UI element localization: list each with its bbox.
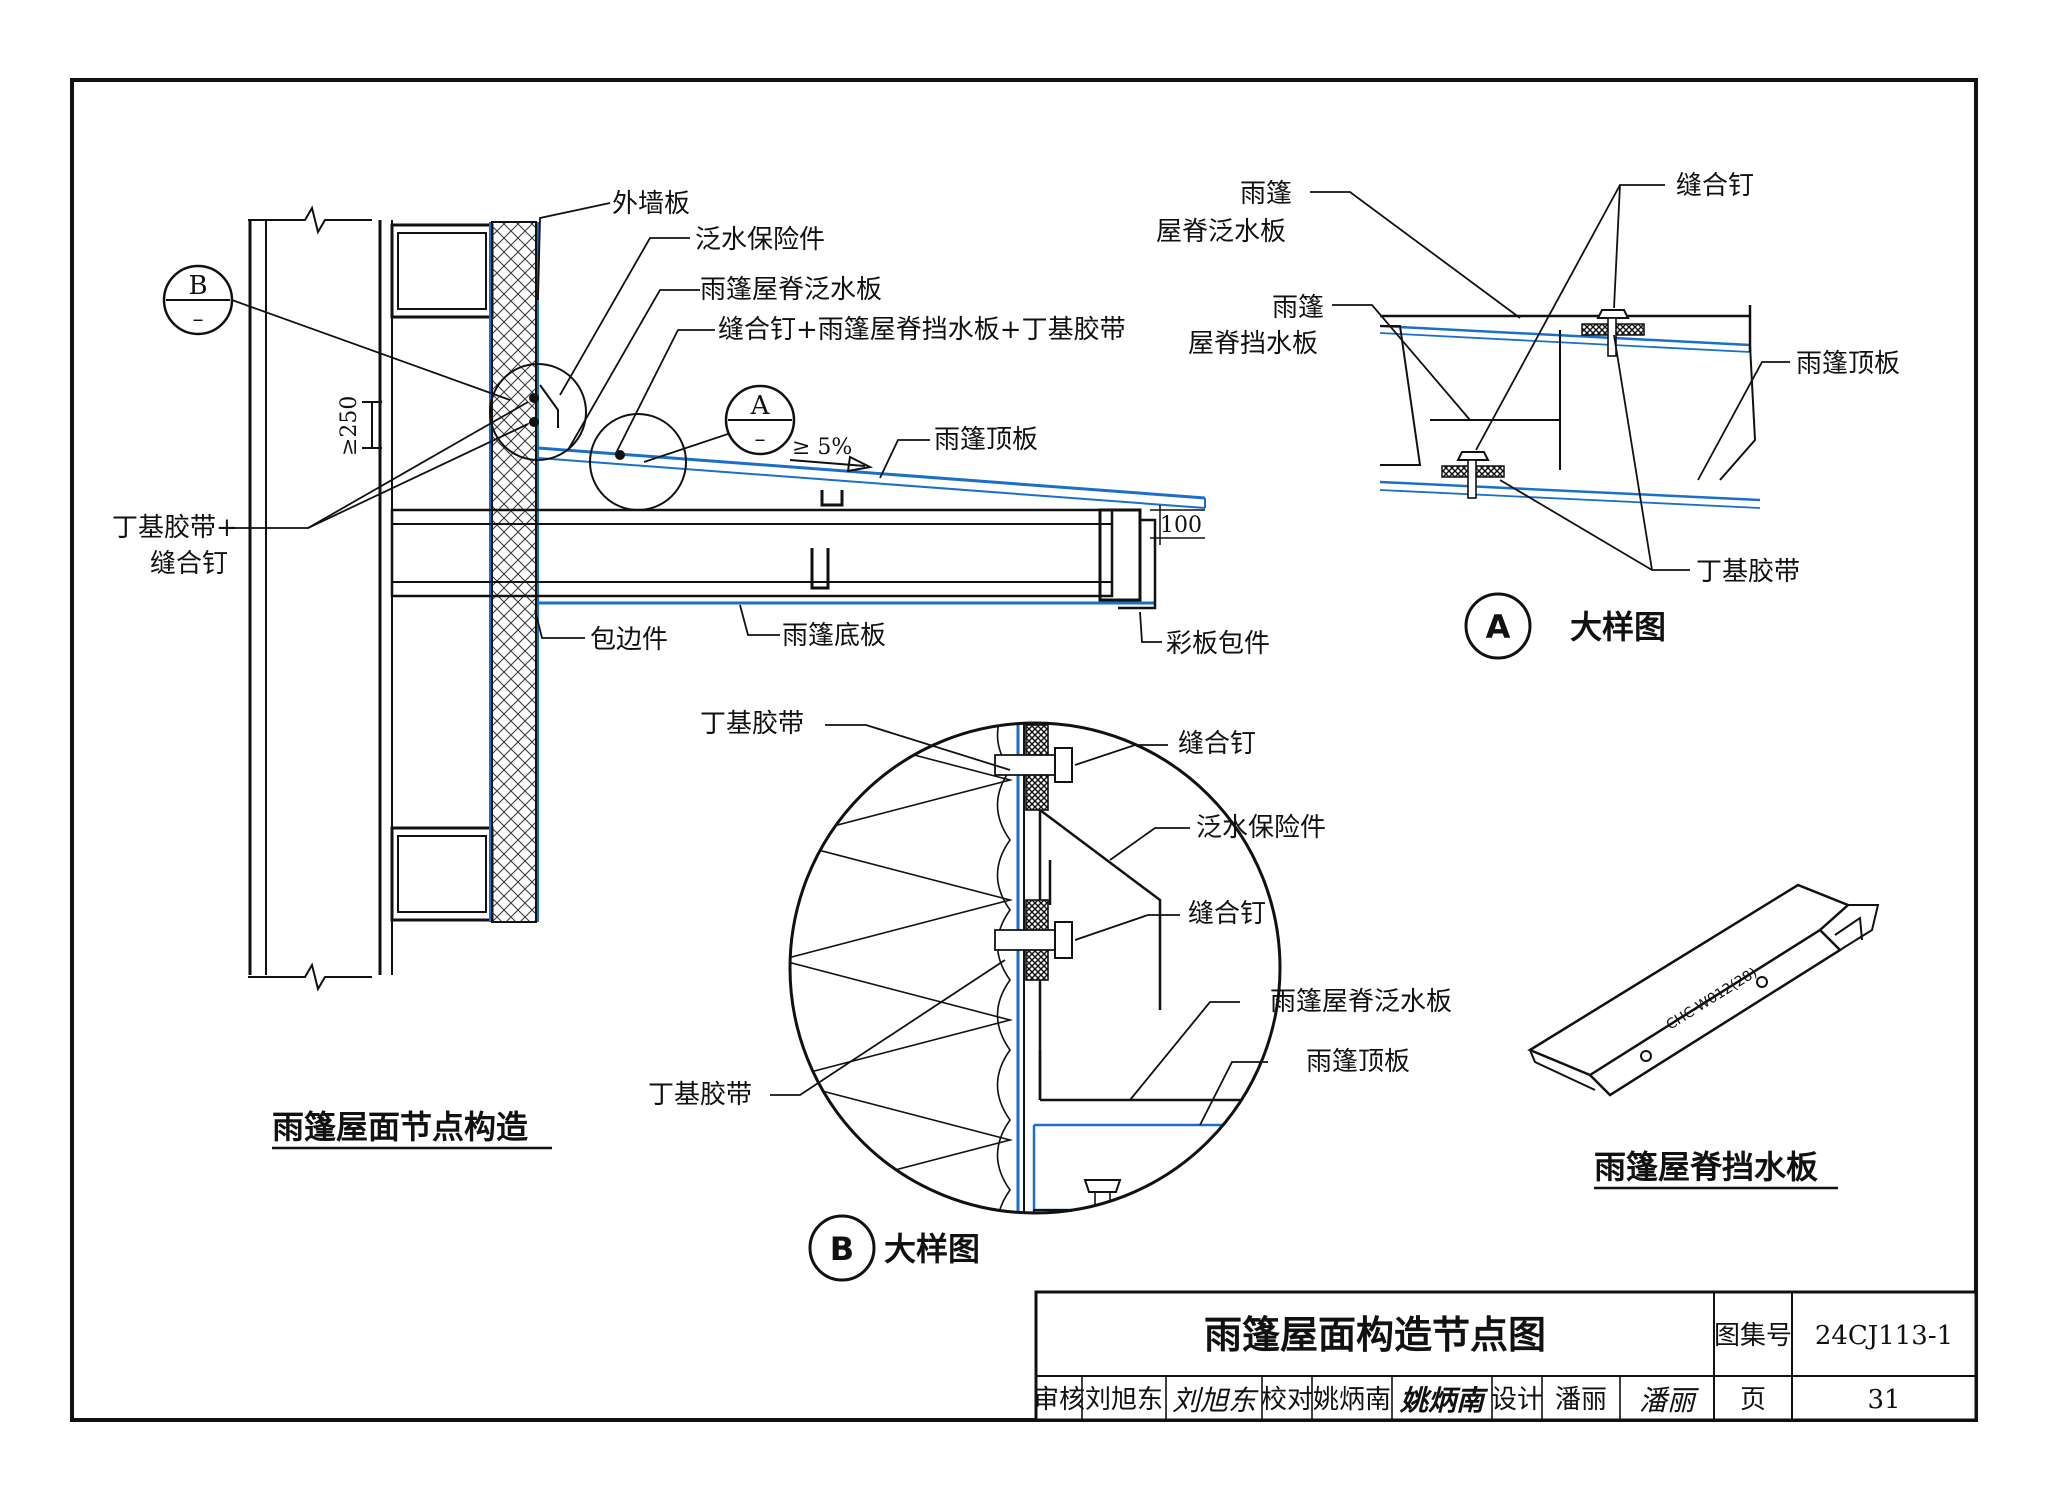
label-ridge-flashing: 雨篷屋脊泛水板 <box>700 275 882 305</box>
detail-b-marker-letter: B <box>830 1230 854 1268</box>
ridge-stop-sketch: CHC-W012(28) 雨篷屋脊挡水板 <box>1527 883 1880 1190</box>
a-label-ridge-stop-1: 雨篷 <box>1272 293 1324 323</box>
canopy-top-panel-line <box>537 446 1206 500</box>
detail-b-title: 大样图 <box>884 1230 980 1268</box>
atlas-number: 24CJ113-1 <box>1815 1321 1953 1351</box>
reviewer-signature: 刘旭东 <box>1172 1384 1259 1417</box>
label-edge-trim: 包边件 <box>590 625 668 655</box>
reviewer-name: 刘旭东 <box>1085 1385 1163 1415</box>
main-detail-caption: 雨篷屋面节点构造 <box>272 1108 528 1146</box>
a-label-top-panel: 雨篷顶板 <box>1796 349 1900 379</box>
label-flashing-insurance: 泛水保险件 <box>695 225 825 255</box>
label-butyl-rivet-2: 缝合钉 <box>150 549 228 579</box>
detail-a-title: 大样图 <box>1570 608 1666 646</box>
label-bottom-panel: 雨篷底板 <box>782 621 886 651</box>
callout-b-letter: B <box>188 271 207 301</box>
ridge-stop-caption: 雨篷屋脊挡水板 <box>1594 1148 1818 1186</box>
label-butyl-rivet-1: 丁基胶带+ <box>112 513 238 543</box>
label-outer-wall-panel: 外墙板 <box>612 189 690 219</box>
b-label-flashing-insurance: 泛水保险件 <box>1196 813 1326 843</box>
detail-a-callout-circle <box>589 413 687 511</box>
a-label-rivet: 缝合钉 <box>1676 171 1754 201</box>
b-label-ridge-flashing: 雨篷屋脊泛水板 <box>1270 987 1452 1017</box>
callout-b-dash: – <box>193 307 204 332</box>
callout-a-dash: – <box>755 427 766 452</box>
detail-b-circle <box>788 721 1282 1215</box>
designer-name: 潘丽 <box>1555 1385 1607 1415</box>
checker-label: 校对 <box>1261 1385 1313 1415</box>
dimension-250: ≥250 <box>337 396 362 456</box>
a-label-ridge-flashing-1: 雨篷 <box>1240 179 1292 209</box>
label-top-panel: 雨篷顶板 <box>934 425 1038 455</box>
detail-b: 丁基胶带 缝合钉 泛水保险件 缝合钉 雨篷屋脊泛水板 雨篷顶板 丁基胶带 B 大… <box>648 709 1452 1282</box>
b-label-butyl-top: 丁基胶带 <box>700 709 804 739</box>
detail-a-marker <box>1464 592 1532 660</box>
atlas-label: 图集号 <box>1714 1321 1792 1351</box>
a-label-ridge-stop-2: 屋脊挡水板 <box>1188 329 1318 359</box>
detail-a-marker-letter: A <box>1486 608 1511 646</box>
label-slope: ≥ 5% <box>792 435 852 460</box>
b-label-top-panel: 雨篷顶板 <box>1306 1047 1410 1077</box>
checker-signature: 姚炳南 <box>1399 1384 1489 1417</box>
title-block: 雨篷屋面构造节点图 图集号 24CJ113-1 审核 刘旭东 刘旭东 校对 姚炳… <box>1033 1290 1978 1422</box>
b-label-rivet-top: 缝合钉 <box>1178 729 1256 759</box>
detail-b-marker <box>808 1214 876 1282</box>
page-label: 页 <box>1740 1385 1766 1415</box>
detail-b-callout-circle <box>489 363 587 461</box>
drawing-title: 雨篷屋面构造节点图 <box>1204 1313 1546 1357</box>
designer-signature: 潘丽 <box>1639 1384 1699 1417</box>
b-label-butyl-bottom: 丁基胶带 <box>648 1080 752 1110</box>
checker-name: 姚炳南 <box>1313 1385 1391 1415</box>
label-color-trim: 彩板包件 <box>1166 629 1270 659</box>
page-number: 31 <box>1867 1385 1900 1415</box>
callout-a-letter: A <box>750 391 771 421</box>
a-label-ridge-flashing-2: 屋脊泛水板 <box>1156 217 1286 247</box>
reviewer-label: 审核 <box>1033 1385 1085 1415</box>
designer-label: 设计 <box>1491 1385 1543 1415</box>
detail-a: 雨篷 屋脊泛水板 雨篷 屋脊挡水板 缝合钉 雨篷顶板 丁基胶带 A 大样图 <box>1156 171 1900 660</box>
label-rivet-combo: 缝合钉+雨篷屋脊挡水板+丁基胶带 <box>718 315 1126 345</box>
a-label-butyl: 丁基胶带 <box>1696 557 1800 587</box>
sheet-border <box>70 78 1978 1422</box>
main-detail: B – A – 外墙板 泛水保险件 雨篷屋脊泛水板 缝合钉+雨篷屋脊挡水板+丁基… <box>112 189 1270 1150</box>
dimension-100: 100 <box>1160 513 1202 538</box>
b-label-rivet-mid: 缝合钉 <box>1188 899 1266 929</box>
